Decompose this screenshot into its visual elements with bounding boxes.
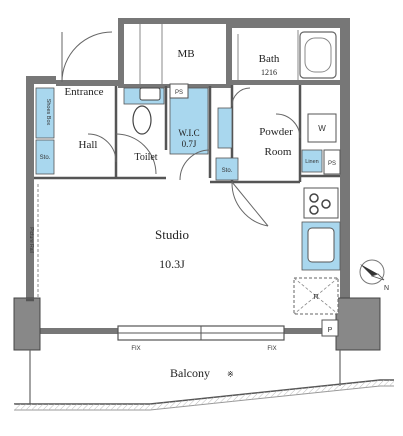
wall-bottom-left (26, 328, 118, 334)
wall-right (340, 18, 350, 300)
room-powder-room: Room (265, 146, 292, 158)
room-powder: Powder (259, 126, 293, 138)
label-sto-powder: Sto. (222, 168, 233, 174)
toilet-bowl (132, 105, 152, 135)
wall-mb-left (118, 18, 124, 88)
kitchen-sink (307, 227, 335, 263)
fridge-x-2 (293, 277, 339, 315)
balcony-hatch-band (14, 380, 394, 410)
fridge-x-1 (293, 277, 339, 315)
room-studio-size: 10.3J (159, 257, 185, 271)
room-entrance: Entrance (64, 86, 103, 98)
room-bath-size: 1216 (261, 68, 277, 77)
room-bath: Bath (259, 53, 280, 65)
burner-3 (321, 199, 331, 209)
label-ps-right: PS (328, 161, 336, 167)
wall-mb-right (226, 18, 232, 88)
ps-box-right (323, 149, 341, 175)
wall-bath-bottom (232, 80, 340, 85)
room-mb: MB (177, 48, 194, 60)
label-sto-hall: Sto. (40, 155, 51, 161)
label-shoes-box: Shoes Box (45, 99, 51, 126)
washer-box (307, 113, 337, 143)
stove (303, 187, 339, 219)
compass-label: N (384, 285, 389, 292)
storage-areas (35, 87, 341, 271)
balcony-mark: ※ (227, 370, 234, 379)
room-wic: W.I.C (178, 128, 199, 138)
wall-left-upper (26, 76, 56, 84)
compass-arrow-icon (360, 264, 378, 276)
room-wic-size: 0.7J (182, 139, 197, 149)
room-balcony: Balcony (170, 366, 210, 380)
column-left (13, 297, 41, 351)
wall-bottom-right (284, 328, 340, 334)
label-picture-rail: Picture Rail (28, 227, 34, 253)
compass-tail (370, 273, 385, 281)
label-linen: Linen (305, 159, 318, 165)
shoes-box (35, 87, 55, 139)
room-toilet: Toilet (134, 152, 157, 163)
wall-entrance-top (56, 80, 118, 86)
bath-tub-inner (304, 37, 332, 73)
column-right (335, 297, 381, 351)
label-fix-right: FIX (267, 346, 276, 352)
ps-box-top (169, 83, 189, 99)
burner-1 (309, 193, 319, 203)
wall-top-mid (120, 18, 230, 24)
north-compass: N (359, 259, 389, 292)
wic-storage (169, 87, 209, 155)
wall-left (26, 76, 34, 300)
wall-top-right (228, 18, 350, 28)
label-pipe: P (328, 327, 333, 334)
doors (61, 31, 301, 227)
label-ps-top: PS (175, 90, 183, 96)
pipe-space (321, 319, 339, 337)
powder-vanity (217, 107, 233, 149)
storage-powder (215, 157, 239, 181)
burner-2 (309, 205, 319, 215)
label-fridge: R (313, 294, 318, 301)
label-fix-left: FIX (131, 346, 140, 352)
linen-storage (301, 149, 323, 173)
room-hall: Hall (79, 139, 98, 151)
toilet-basin (139, 87, 161, 101)
room-studio: Studio (155, 227, 189, 242)
storage-hall (35, 139, 55, 175)
label-washer: W (318, 124, 326, 133)
